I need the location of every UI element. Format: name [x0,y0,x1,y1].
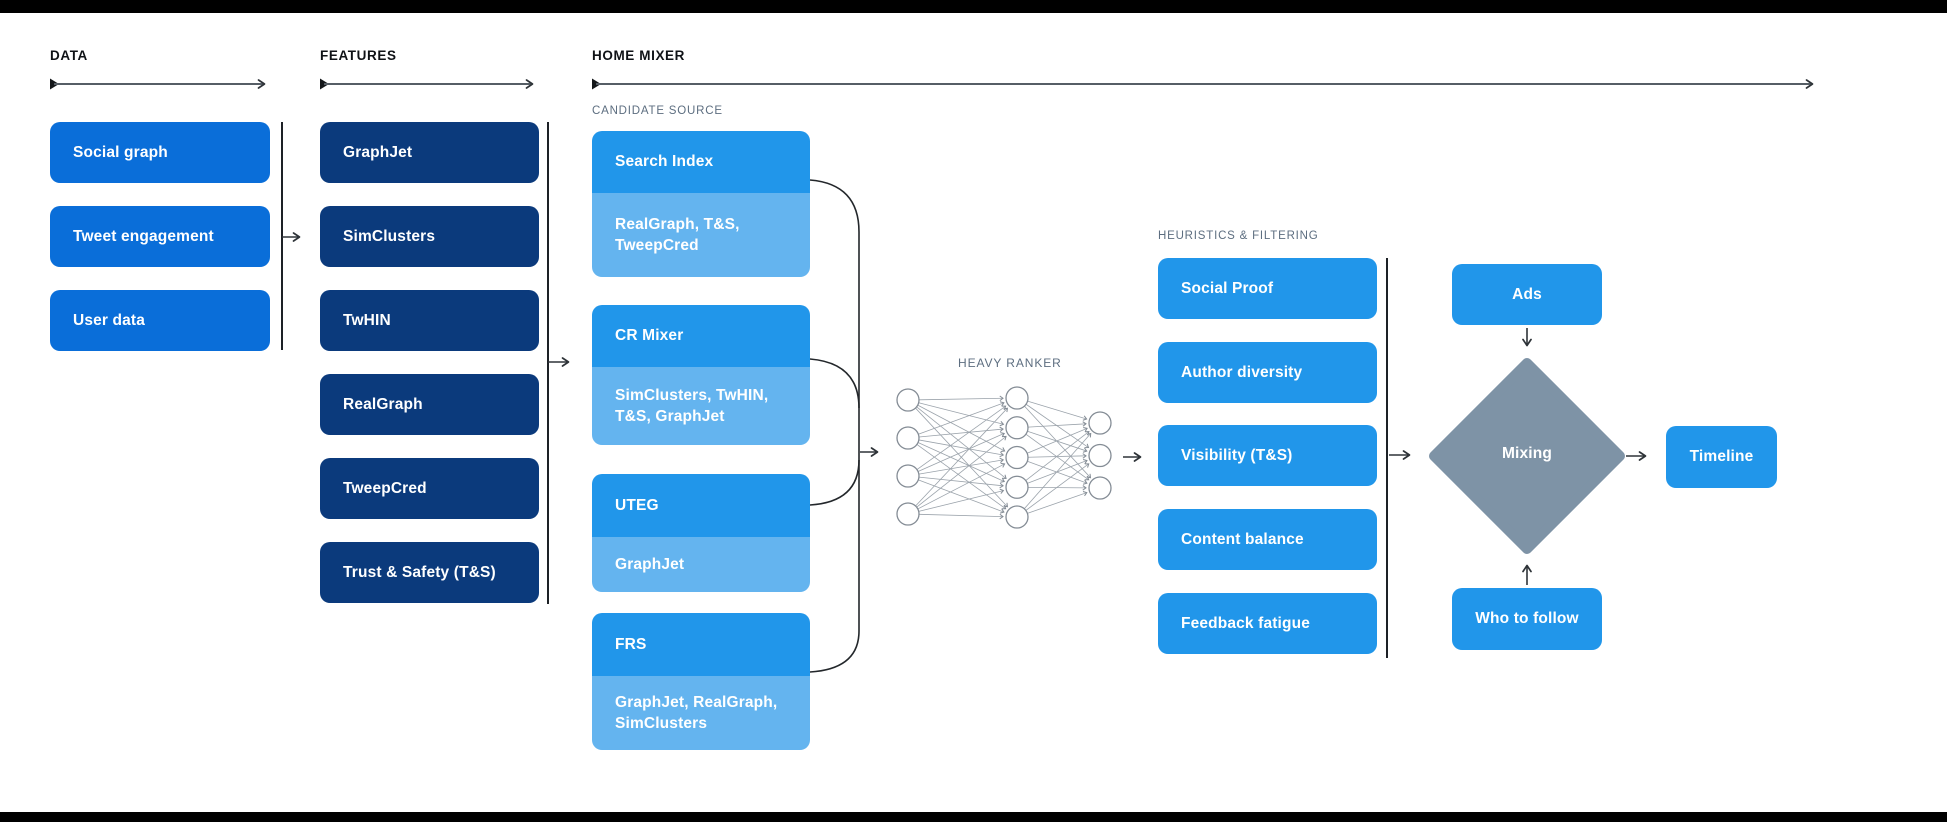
source-frs-name: FRS [592,613,810,676]
candidate-source-label: CANDIDATE SOURCE [592,105,723,117]
source-search-index-name: Search Index [592,131,810,193]
heavy-ranker-network [896,386,1112,529]
node-feedback-fatigue: Feedback fatigue [1158,593,1377,654]
features-section-header: FEATURES [320,48,397,63]
source-uteg: UTEG GraphJet [592,474,810,592]
node-social-graph: Social graph [50,122,270,183]
source-uteg-inputs: GraphJet [592,537,810,592]
node-twhin: TwHIN [320,290,539,351]
top-frame-bar [0,0,1947,13]
node-tweepcred: TweepCred [320,458,539,519]
source-search-index-inputs: RealGraph, T&S, TweepCred [592,193,810,277]
node-tweet-engagement: Tweet engagement [50,206,270,267]
node-graphjet: GraphJet [320,122,539,183]
node-simclusters: SimClusters [320,206,539,267]
data-section-header: DATA [50,48,88,63]
node-social-proof: Social Proof [1158,258,1377,319]
home-mixer-section-header: HOME MIXER [592,48,686,63]
candidate-source-bracket [809,179,860,673]
source-frs-inputs: GraphJet, RealGraph, SimClusters [592,676,810,750]
node-author-diversity: Author diversity [1158,342,1377,403]
bottom-frame-bar [0,812,1947,822]
source-uteg-name: UTEG [592,474,810,537]
source-frs: FRS GraphJet, RealGraph, SimClusters [592,613,810,750]
section-header-arrows [50,78,1814,90]
node-trust-safety: Trust & Safety (T&S) [320,542,539,603]
node-content-balance: Content balance [1158,509,1377,570]
node-timeline: Timeline [1666,426,1777,488]
node-user-data: User data [50,290,270,351]
source-search-index: Search Index RealGraph, T&S, TweepCred [592,131,810,277]
source-cr-mixer-name: CR Mixer [592,305,810,367]
mixing-diamond-label: Mixing [1502,445,1552,462]
node-visibility: Visibility (T&S) [1158,425,1377,486]
heavy-ranker-label: HEAVY RANKER [958,356,1062,370]
node-who-to-follow: Who to follow [1452,588,1602,650]
node-realgraph: RealGraph [320,374,539,435]
heuristics-filtering-label: HEURISTICS & FILTERING [1158,230,1319,242]
source-cr-mixer-inputs: SimClusters, TwHIN, T&S, GraphJet [592,367,810,445]
source-cr-mixer: CR Mixer SimClusters, TwHIN, T&S, GraphJ… [592,305,810,445]
node-ads: Ads [1452,264,1602,325]
